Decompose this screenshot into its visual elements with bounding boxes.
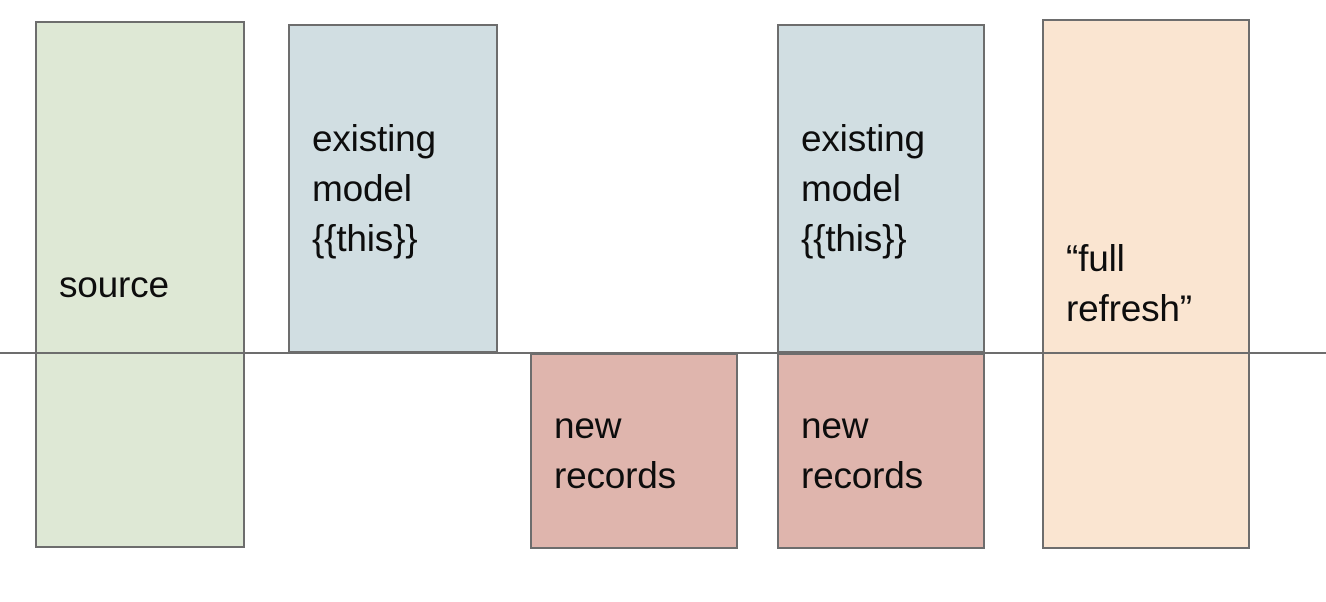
box-existing-model-2[interactable]: existing model {{this}} (777, 24, 985, 353)
box-new-records-1[interactable]: new records (530, 353, 738, 549)
box-source[interactable]: source (35, 21, 245, 548)
box-existing-model-1-label: existing model {{this}} (312, 117, 436, 259)
horizontal-divider-line (0, 352, 1326, 354)
box-full-refresh-label: “full refresh” (1066, 238, 1192, 329)
box-full-refresh[interactable]: “full refresh” (1042, 19, 1250, 549)
box-new-records-2[interactable]: new records (777, 353, 985, 549)
box-existing-model-2-label: existing model {{this}} (801, 117, 925, 259)
box-new-records-2-label: new records (801, 405, 923, 496)
box-new-records-1-label: new records (554, 405, 676, 496)
box-existing-model-1[interactable]: existing model {{this}} (288, 24, 498, 353)
box-source-label: source (59, 263, 169, 305)
